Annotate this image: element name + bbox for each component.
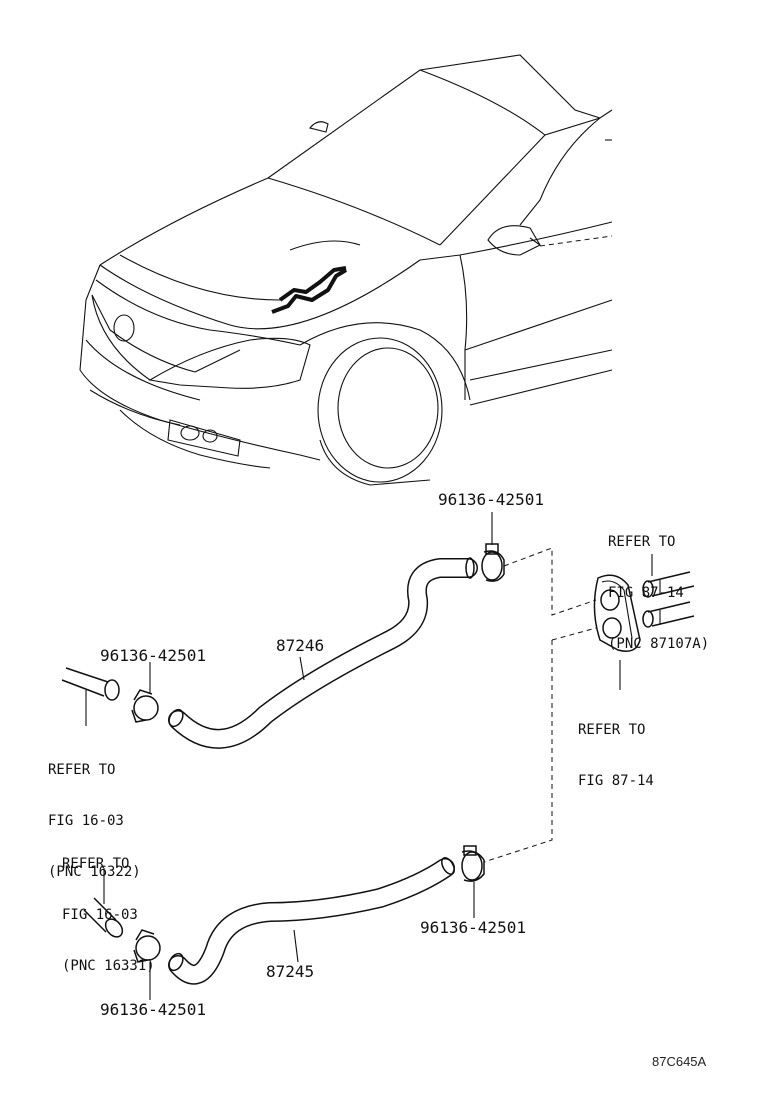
car-illustration	[79, 54, 613, 486]
diagram-code: 87C645A	[652, 1054, 707, 1069]
ref-line: REFER TO	[62, 856, 130, 872]
clamp-upper-left	[131, 689, 159, 723]
clamp-label-top-right: 96136-42501	[438, 490, 544, 509]
clamp-lower-left	[133, 929, 161, 963]
ref-line: (PNC 16322)	[48, 864, 141, 880]
clamp-label-upper-left: 96136-42501	[100, 646, 206, 665]
ref-line: (PNC 87107A)	[608, 636, 710, 652]
engine-pipe-lower	[83, 868, 124, 938]
hose-87245-drawing	[168, 857, 455, 985]
ref-valve-inlet: REFER TO FIG 87-14 (PNC 87107A)	[608, 500, 709, 670]
dashline-lower	[483, 640, 553, 863]
clamp-lower-right	[461, 845, 485, 882]
wheel-arch	[299, 322, 471, 401]
ref-line: FIG 16-03	[48, 813, 124, 829]
leader-87245	[293, 929, 299, 963]
windshield-outline	[267, 54, 601, 179]
clamp-label-lower-left: 96136-42501	[100, 1000, 206, 1019]
part-label-87245: 87245	[266, 962, 315, 981]
ref-line: REFER TO	[48, 762, 116, 778]
ref-engine-lower: REFER TO FIG 16-03 (PNC 16331)	[62, 822, 155, 992]
dashline-upper	[503, 547, 597, 616]
clamp-top-right	[481, 543, 505, 582]
wiper-pivot	[309, 121, 329, 133]
ref-line: (PNC 16331)	[62, 958, 155, 974]
hose-route-highlight	[271, 268, 348, 314]
hose-87246-drawing	[168, 557, 478, 749]
front-fascia	[79, 264, 101, 371]
water-valve	[593, 574, 641, 690]
ref-valve-body: REFER TO FIG 87-14	[578, 688, 654, 807]
emblem	[113, 314, 135, 342]
part-label-87246: 87246	[276, 636, 325, 655]
body-side	[419, 221, 613, 261]
leader-87246	[299, 656, 305, 681]
valve-pipes	[642, 571, 695, 628]
ref-line: REFER TO	[578, 722, 646, 738]
ref-line: REFER TO	[608, 534, 676, 550]
ref-line: FIG 87-14	[608, 585, 684, 601]
engine-pipe-upper	[61, 667, 120, 726]
hood-front-edge	[99, 177, 269, 266]
ref-engine-upper: REFER TO FIG 16-03 (PNC 16322)	[48, 728, 141, 898]
front-wheel	[317, 337, 443, 483]
ref-line: FIG 16-03	[62, 907, 138, 923]
clamp-label-lower-right: 96136-42501	[420, 918, 526, 937]
ref-line: FIG 87-14	[578, 773, 654, 789]
headlamp	[148, 337, 311, 389]
